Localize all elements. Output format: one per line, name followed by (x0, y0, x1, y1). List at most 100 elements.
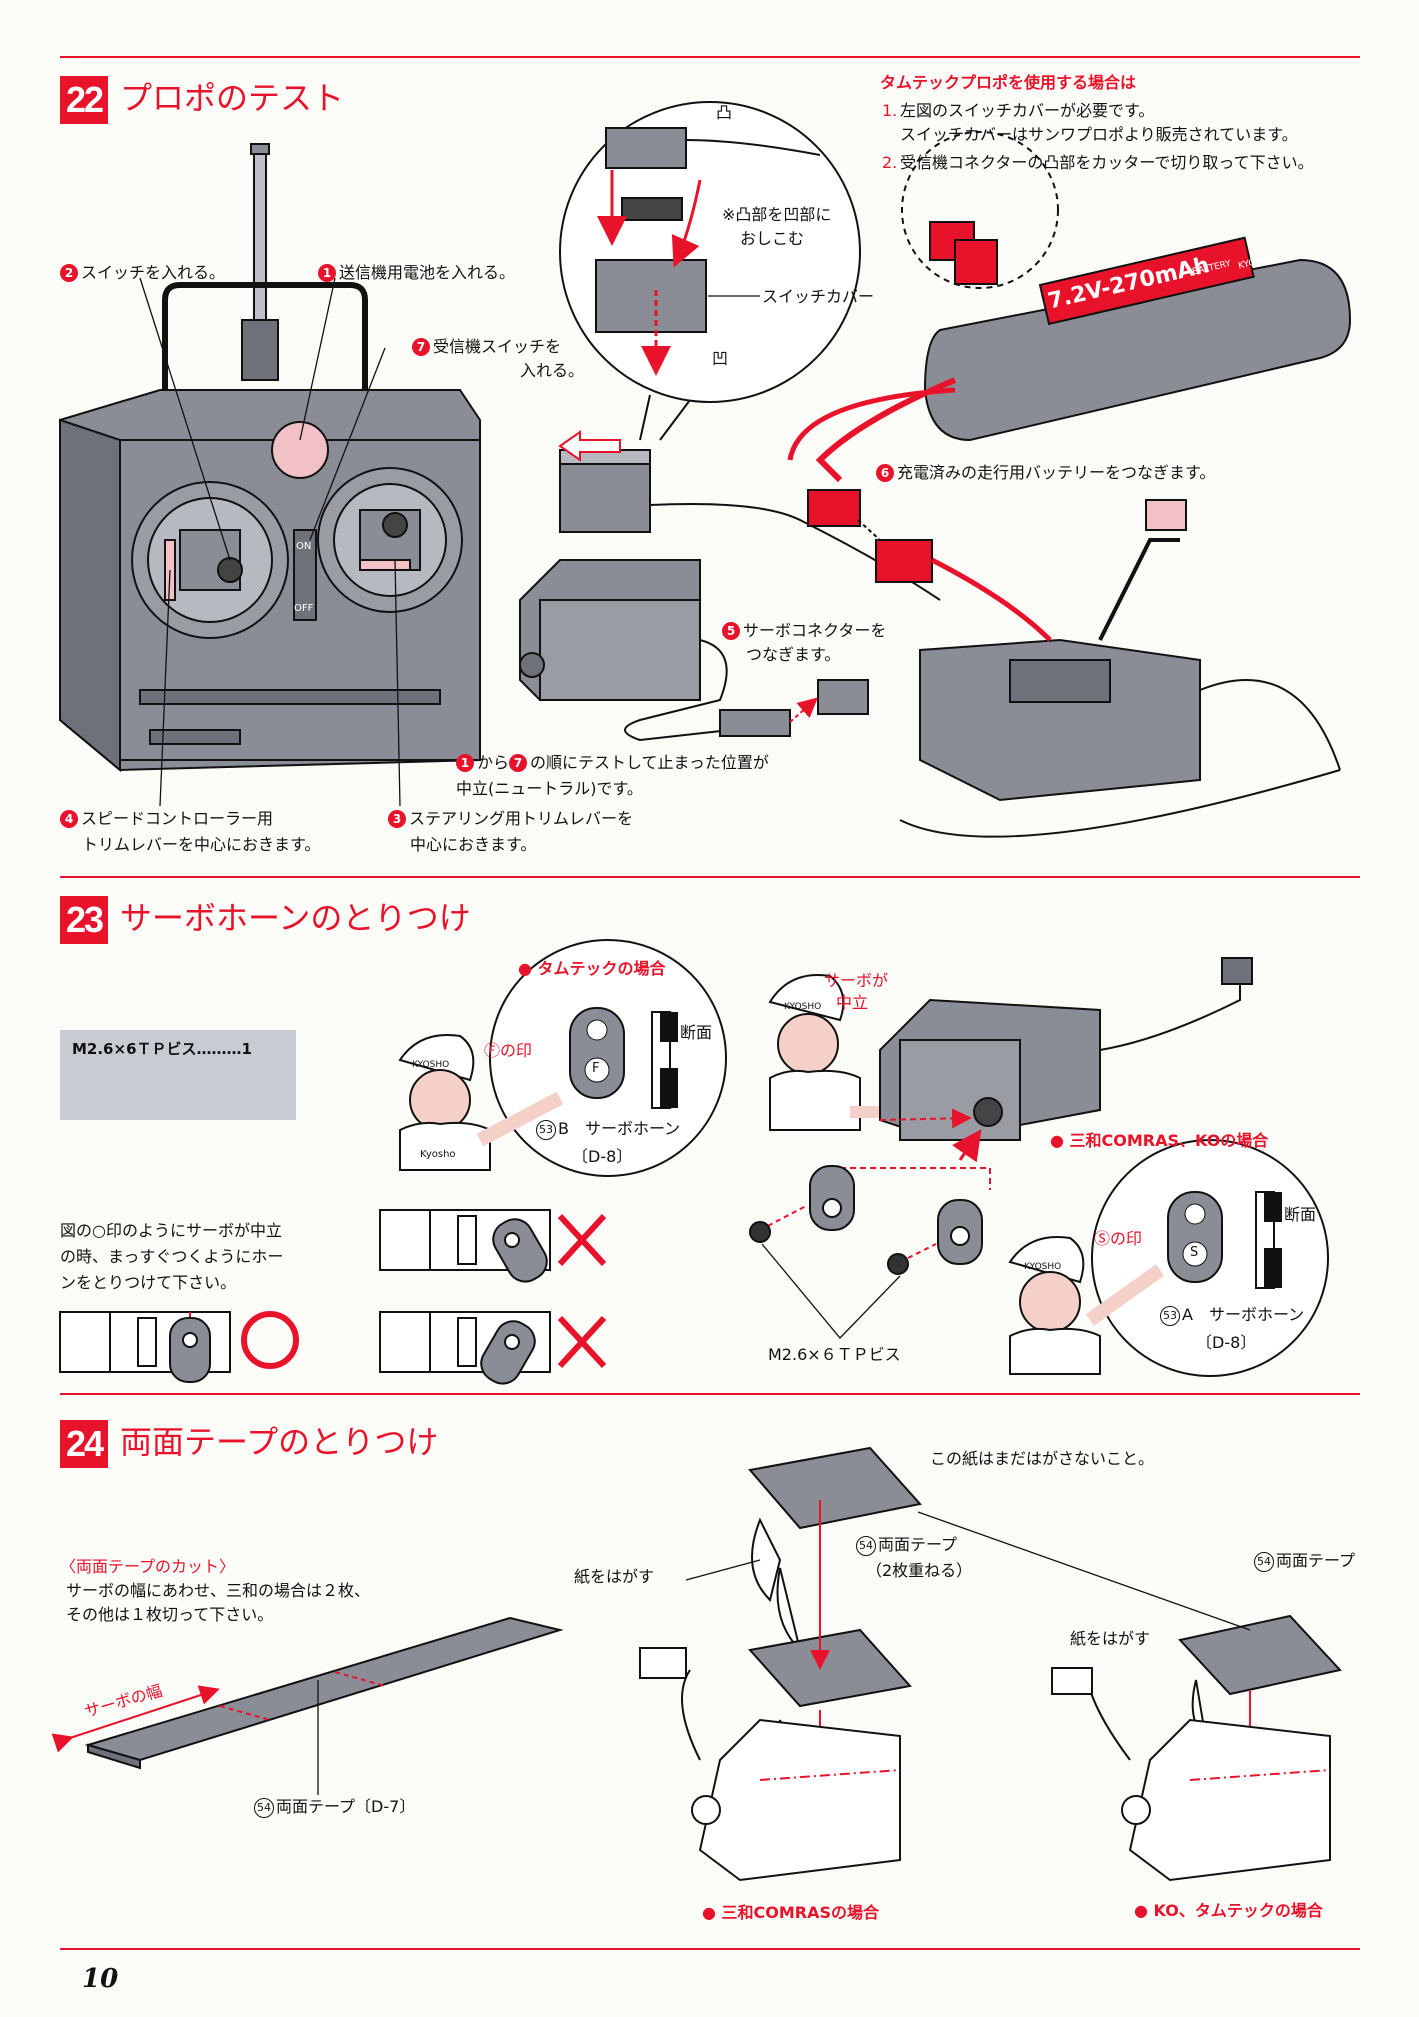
cap-text-bottom: KYOSHO (1024, 1262, 1062, 1272)
tape-label-2-note: （2枚重ねる） (866, 1561, 973, 1580)
section-view-label-2: 断面 (1284, 1205, 1317, 1224)
tx-switch-on: ON (296, 541, 312, 552)
step-4-text: スピードコントローラー用 (81, 809, 274, 828)
tamtech-case-text: タムテックの場合 (537, 959, 666, 978)
test-from-text: から (477, 753, 510, 772)
ko-case-label: ● KO、タムテックの場合 (1134, 1901, 1323, 1920)
horns-exploded (749, 1129, 991, 1339)
tx-switch-off: OFF (294, 603, 314, 614)
instruction-line-1: 図の○印のようにサーボが中立 (60, 1221, 282, 1240)
page-number: 10 (82, 1964, 119, 1994)
instruction-line-2: の時、まっすぐつくようにホー (60, 1247, 284, 1266)
horn-b-num: 53 (536, 1120, 556, 1140)
parts-box (60, 1030, 296, 1120)
battery-illustration (787, 131, 1352, 642)
horn-alignment-diagrams (59, 1209, 607, 1385)
parts-label: M2.6×6ＴＰビス………1 (72, 1040, 252, 1058)
test-to-badge: 7 (509, 754, 528, 772)
test-order-text: の順にテストして止まった位置が (530, 753, 769, 772)
step-7-text: 受信機スイッチを (433, 337, 562, 356)
top-rule (60, 56, 1360, 58)
servo-neutral-1: サーボが (824, 971, 889, 990)
push-note-2: おしこむ (740, 229, 805, 248)
servo-illustration-23 (879, 957, 1253, 1142)
step-3-text: ステアリング用トリムレバーを (409, 809, 634, 828)
tape-strip-illustration (51, 1616, 564, 1795)
tamtech-item-1-note: スイッチカバーはサンワプロポより販売されています。 (900, 125, 1298, 144)
sanwa-ko-case-text: 三和COMRAS、KOの場合 (1069, 1131, 1269, 1150)
shirt-text-left: Kyosho (420, 1149, 456, 1160)
test-order-line-2: 中立(ニュートラル)です。 (456, 779, 643, 798)
section-number-22: 22 (60, 76, 108, 124)
receiver-switch-illustration (558, 430, 941, 601)
bottom-rule (60, 1948, 1360, 1950)
convex-mark-label: 凸 (716, 103, 733, 122)
step-1-text: 送信機用電池を入れる。 (339, 263, 516, 282)
peel-label-2: 紙をはがす (1070, 1629, 1151, 1648)
tamtech-horn-detail (489, 939, 727, 1177)
speed-controller-illustration (899, 499, 1341, 838)
cut-text-1: サーボの幅にあわせ、三和の場合は２枚、 (66, 1581, 371, 1600)
switch-cover-detail (559, 101, 861, 441)
mascot-kid-right (768, 974, 880, 1131)
step-6-badge: 6 (876, 464, 894, 482)
sanwa-case-label: ● 三和COMRASの場合 (702, 1903, 880, 1922)
instruction-line-3: ンをとりつけて下さい。 (60, 1273, 237, 1292)
step-7-badge: 7 (412, 338, 430, 356)
horn-f-letter: F (592, 1061, 600, 1076)
rule-section-23 (60, 876, 1360, 878)
concave-mark-label: 凹 (712, 349, 729, 368)
section-view-label: 断面 (680, 1023, 713, 1042)
horn-a-ref: 〔D-8〕 (1196, 1333, 1257, 1352)
step-1-badge: 1 (318, 264, 336, 282)
horn-a-text: A サーボホーン (1182, 1305, 1305, 1324)
section-number-24: 24 (60, 1420, 108, 1468)
ko-tape-stack (917, 1511, 1342, 1882)
section-title-23: サーボホーンのとりつけ (120, 899, 471, 937)
sanwa-case-text: 三和COMRASの場合 (721, 1903, 880, 1922)
step-2-text: スイッチを入れる。 (81, 263, 226, 282)
section-title-24: 両面テープのとりつけ (120, 1423, 439, 1461)
tamtech-heading: タムテックプロポを使用する場合は (880, 73, 1137, 92)
s-mark-label: Ⓢの印 (1094, 1229, 1143, 1248)
cap-text-right: KYOSHO (784, 1002, 822, 1012)
servo-neutral-2: 中立 (836, 993, 869, 1012)
step-4-badge: 4 (60, 810, 78, 828)
screw-label: M2.6×６ＴＰビス (768, 1345, 901, 1364)
f-mark-label: Ⓕの印 (484, 1041, 533, 1060)
step-4-text-2: トリムレバーを中心におきます。 (82, 835, 321, 854)
mascot-kid-bottom (1008, 1236, 1165, 1375)
step-6-text: 充電済みの走行用バッテリーをつなぎます。 (897, 463, 1216, 482)
cut-heading: 〈両面テープのカット〉 (60, 1557, 236, 1576)
servo-illustration-22 (519, 559, 869, 742)
step-5-text-2: つなぎます。 (746, 645, 841, 664)
tamtech-item-2-num: 2. (882, 153, 898, 172)
cap-text-left: KYOSHO (412, 1060, 450, 1070)
tamtech-item-2: 受信機コネクターの凸部をカッターで切り取って下さい。 (900, 153, 1314, 172)
tape-label-2-num: 54 (856, 1536, 876, 1556)
tape-ref-num: 54 (254, 1798, 274, 1818)
tamtech-item-1: 左図のスイッチカバーが必要です。 (900, 101, 1155, 120)
tamtech-case-label: ● タムテックの場合 (518, 959, 666, 978)
peel-label-1: 紙をはがす (574, 1567, 655, 1586)
sanwa-tape-stack (639, 1446, 922, 1882)
transmitter-leaders (139, 277, 401, 807)
tape-label-3-text: 両面テープ (1276, 1551, 1356, 1570)
sanwa-horn-detail (1091, 1139, 1329, 1377)
dont-peel-note: この紙はまだはがさないこと。 (930, 1449, 1155, 1468)
horn-b-text: B サーボホーン (558, 1119, 681, 1138)
step-5-badge: 5 (722, 622, 740, 640)
horn-s-letter: S (1190, 1245, 1199, 1260)
